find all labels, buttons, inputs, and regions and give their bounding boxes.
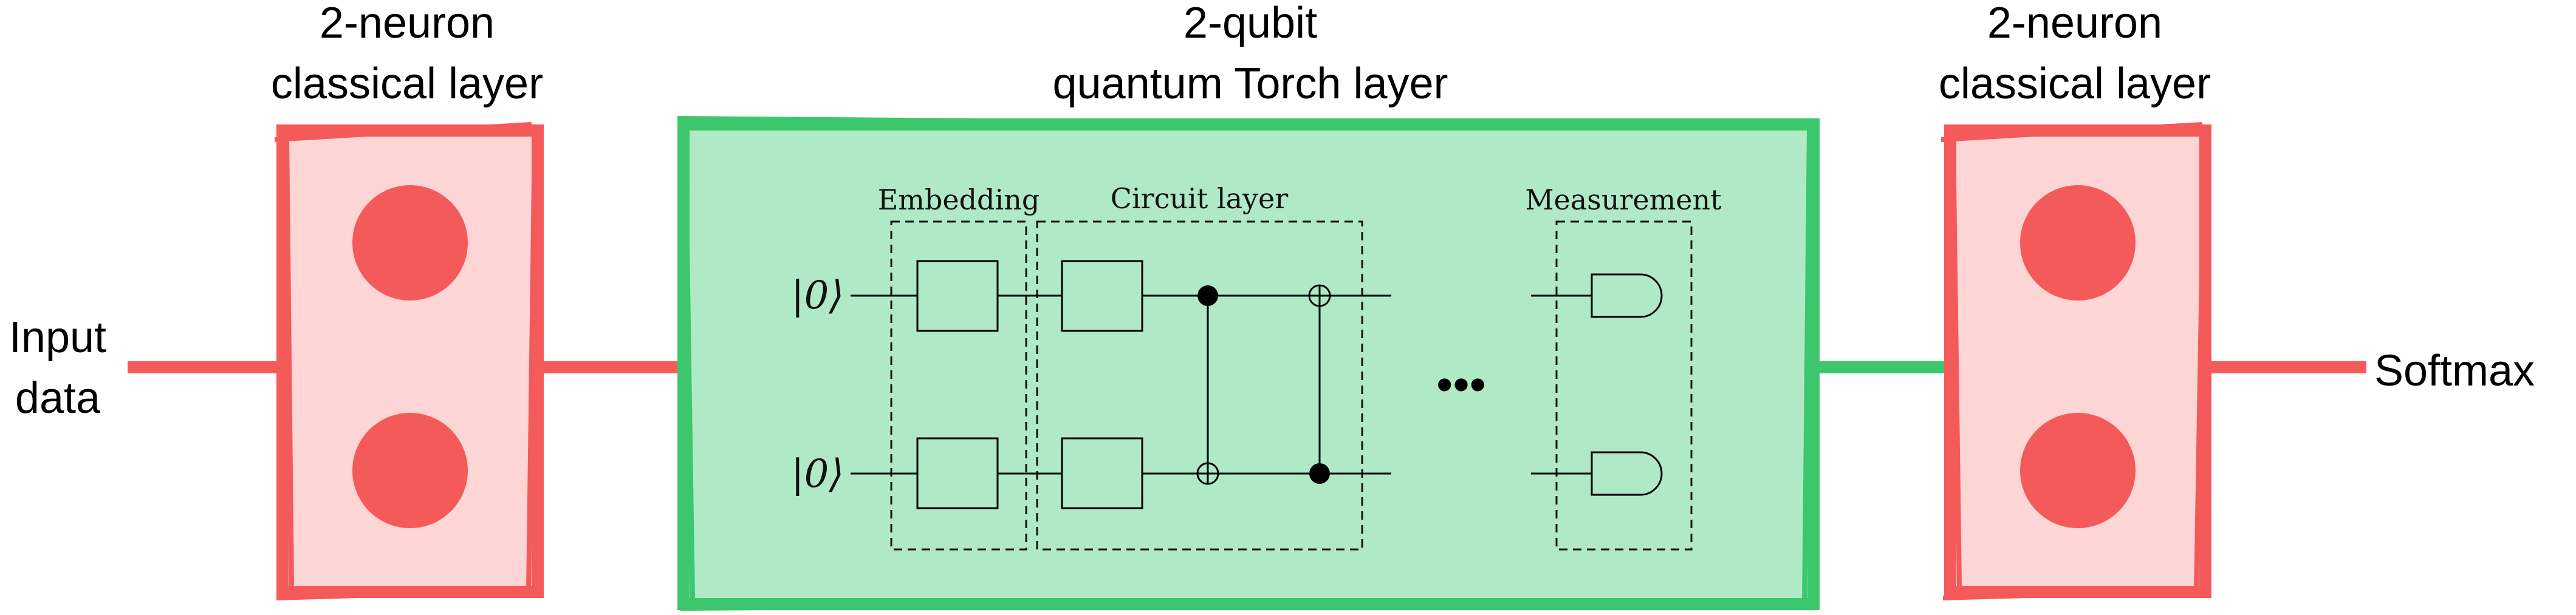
neuron-top-right (2020, 185, 2136, 301)
quantum-layer-title-line-2: quantum Torch layer (1052, 59, 1448, 108)
input-label-line-1: Input (9, 313, 106, 362)
left-layer-title-line-2: classical layer (271, 59, 543, 108)
output-label: Softmax (2374, 347, 2535, 395)
embedding-gate-top (916, 260, 999, 332)
neuron-bottom-right (2020, 413, 2136, 528)
ellipsis: ••• (1436, 358, 1486, 411)
quantum-layer-sketch-stroke (677, 116, 1817, 611)
embedding-label: Embedding (878, 183, 1040, 216)
left-classical-layer (274, 122, 544, 600)
quantum-layer-box (677, 118, 1820, 610)
left-layer-title-line-1: 2-neuron (320, 0, 495, 47)
right-layer-title-line-2: classical layer (1939, 59, 2211, 108)
neuron-top-left (352, 185, 468, 301)
left-layer-sketch-stroke (274, 122, 544, 600)
measurement-label: Measurement (1525, 183, 1722, 216)
right-layer-title-line-1: 2-neuron (1987, 0, 2162, 47)
measurement-gate-bottom (1591, 451, 1663, 496)
right-classical-layer (1941, 122, 2212, 600)
circuit-layer-label: Circuit layer (1111, 182, 1288, 215)
cnot-2-control-dot (1309, 463, 1330, 484)
rotation-gate-bottom (1061, 437, 1143, 509)
cnot-1-control-dot (1197, 285, 1218, 306)
rotation-gate-top (1061, 260, 1143, 332)
quantum-torch-layer: Embedding Circuit layer Measurement |0⟩ … (677, 116, 1820, 611)
embedding-group-box (890, 220, 1027, 551)
qubit-state-top: |0⟩ (791, 273, 844, 318)
circuit-layer-group-box (1036, 220, 1363, 551)
neuron-bottom-left (352, 413, 468, 528)
measurement-gate-top (1591, 273, 1663, 318)
input-label-line-2: data (15, 374, 101, 423)
quantum-layer-title-line-1: 2-qubit (1184, 0, 1317, 47)
right-layer-sketch-stroke (1941, 122, 2212, 600)
measurement-group-box (1555, 220, 1693, 551)
embedding-gate-bottom (916, 437, 999, 509)
qubit-state-bottom: |0⟩ (791, 452, 844, 497)
